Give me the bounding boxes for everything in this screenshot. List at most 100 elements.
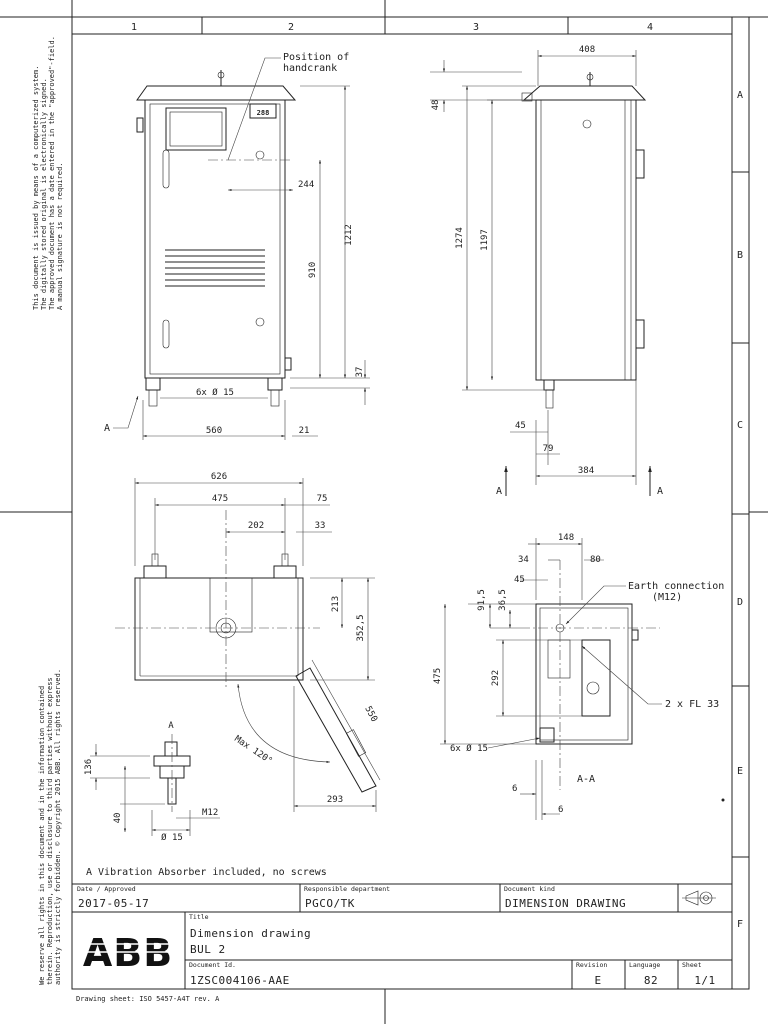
rev-label: Revision [576, 961, 607, 969]
handcrank-label-line-1: Position of [283, 52, 349, 63]
dim-1212: 1212 [344, 224, 354, 246]
foot-left [145, 377, 161, 391]
dim-33: 33 [315, 521, 326, 531]
dim-21: 21 [299, 426, 310, 436]
side-section-a-left: A [496, 486, 502, 497]
side-view [521, 72, 647, 409]
earth-label-line-2: (M12) [652, 592, 682, 603]
dim-202: 202 [248, 521, 264, 531]
vibration-note: A Vibration Absorber included, no screws [86, 867, 327, 878]
side-note-bottom-line-3: authority is strictly forbidden. © Copyr… [54, 669, 62, 985]
row-f: F [737, 919, 743, 930]
dim-1197: 1197 [480, 229, 490, 251]
dim-352: 352,5 [356, 614, 366, 641]
title-line-2: BUL 2 [190, 943, 226, 956]
side-note-top-line-1: This document is issued by means of a co… [32, 66, 40, 310]
col-1: 1 [131, 22, 137, 33]
side-note-top-line-2: The digitally stored original is electro… [40, 78, 48, 310]
dim-45-base: 45 [514, 575, 525, 585]
row-d: D [737, 597, 743, 608]
dim-6a: 6 [512, 784, 517, 794]
dim-45: 45 [515, 421, 526, 431]
side-note-bottom: We reserve all rights in this document a… [38, 669, 62, 985]
earth-label-line-1: Earth connection [628, 581, 724, 592]
dim-293: 293 [327, 795, 343, 805]
rev-value: E [594, 974, 601, 987]
front-view: 288 [136, 70, 297, 407]
row-e: E [737, 766, 743, 777]
side-note-top-line-4: A manual signature is not required. [56, 162, 64, 310]
fl33-label: 2 x FL 33 [665, 699, 719, 710]
kind-label: Document kind [504, 885, 555, 893]
column-labels: 1 2 3 4 [131, 22, 653, 33]
dia-label: Ø 15 [161, 832, 183, 843]
projection-symbol-icon [682, 890, 716, 906]
door-swing-arc [237, 683, 331, 763]
row-b: B [737, 250, 743, 261]
dim-475-base: 475 [433, 668, 443, 684]
base-view-dimensions: 148 34 80 45 Earth connection (M12) 91,5… [433, 533, 730, 820]
dim-408: 408 [579, 45, 595, 55]
row-c: C [737, 420, 743, 431]
row-labels: A B C D E F [737, 90, 743, 930]
plan-door-open [295, 667, 377, 793]
col-2: 2 [288, 22, 294, 33]
display-window [165, 107, 227, 151]
dim-292: 292 [491, 670, 501, 686]
dim-213: 213 [331, 596, 341, 612]
side-hinge-top [635, 149, 645, 179]
date-value: 2017-05-17 [78, 897, 149, 910]
dept-label: Responsible department [304, 885, 390, 893]
dept-value: PGCO/TK [305, 897, 355, 910]
display-badge-text: 288 [257, 109, 270, 117]
base-gland [586, 681, 600, 695]
dim-148: 148 [558, 533, 574, 543]
dim-384: 384 [578, 466, 594, 476]
side-section-a-right: A [657, 486, 663, 497]
dim-80: 80 [590, 555, 601, 565]
handcrank-label-line-2: handcrank [283, 63, 337, 74]
dim-91: 91,5 [477, 589, 487, 611]
abb-logo-stripes [82, 943, 174, 953]
title-line-1: Dimension drawing [190, 927, 311, 940]
base-holes-label: 6x Ø 15 [450, 743, 488, 754]
dim-626: 626 [211, 472, 227, 482]
title-label: Title [189, 913, 209, 921]
col-4: 4 [647, 22, 653, 33]
dim-910: 910 [308, 262, 318, 278]
side-note-bottom-line-1: We reserve all rights in this document a… [38, 686, 46, 985]
dim-75: 75 [317, 494, 328, 504]
kind-value: DIMENSION DRAWING [505, 897, 626, 910]
side-view-dimensions: 408 48 1274 1197 45 79 384 A A [430, 45, 663, 497]
front-section-a: A [104, 423, 110, 434]
lang-value: 82 [644, 974, 658, 987]
display-badge [249, 103, 277, 119]
dim-37: 37 [355, 367, 365, 378]
front-holes-label: 6x Ø 15 [196, 387, 234, 398]
lang-label: Language [629, 961, 660, 969]
sheet-label: Sheet [682, 961, 702, 969]
dim-1274: 1274 [455, 227, 465, 249]
earth-label: Earth connection (M12) [628, 581, 730, 603]
dim-34: 34 [518, 555, 529, 565]
dim-79: 79 [543, 444, 554, 454]
sheet-value: 1/1 [694, 974, 715, 987]
side-note-top: This document is issued by means of a co… [32, 36, 64, 310]
date-label: Date / Approved [77, 885, 136, 893]
title-block: Date / Approved 2017-05-17 Responsible d… [72, 883, 732, 989]
base-view [520, 560, 660, 790]
dim-475: 475 [212, 494, 228, 504]
dim-550: 550 [362, 705, 378, 724]
max-angle-label: Max 120° [232, 734, 274, 767]
col-3: 3 [473, 22, 479, 33]
docid-value: 1ZSC004106-AAE [190, 974, 290, 987]
dim-48: 48 [431, 100, 441, 111]
dim-6b: 6 [558, 805, 563, 815]
dim-244: 244 [298, 180, 314, 190]
footer-sheet-standard: Drawing sheet: ISO 5457-A4T rev. A [76, 995, 220, 1003]
docid-label: Document Id. [189, 961, 236, 969]
ventilation-slots [165, 249, 265, 287]
handcrank-label: Position of handcrank [283, 52, 355, 74]
